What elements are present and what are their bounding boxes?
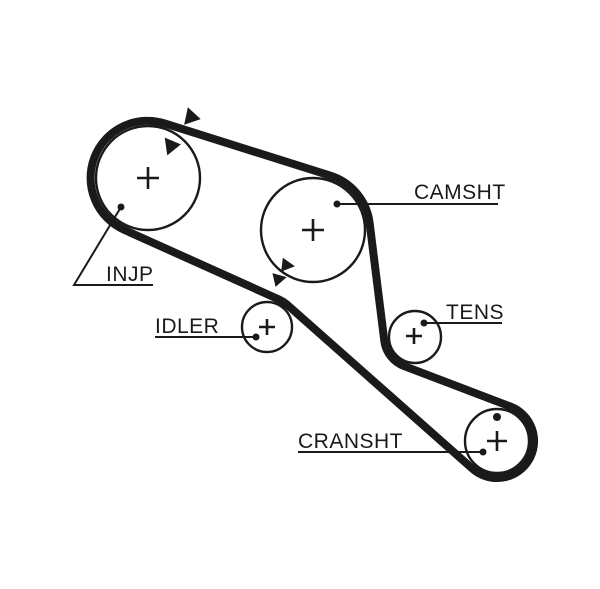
idler-center-cross-icon [259,319,275,335]
camsht-pulley-circle [259,176,367,284]
camsht-timing-arrow-icon-upper [281,257,295,272]
cransht-pulley-circle [463,407,531,475]
camsht-center-cross-icon [302,219,324,241]
camsht-leader-dot [333,200,341,208]
timing-belt-path [86,116,539,482]
pulley-center-cross-marks [137,167,507,451]
injp-direction-arrow-icon-upper [184,107,201,125]
injp-pulley-circle [94,124,202,232]
injp-direction-arrow-icon-lower [164,137,181,156]
idler-pulley-circle [240,300,294,354]
tens-pulley-circle [387,309,443,365]
cransht-timing-mark-dot [493,413,501,421]
injp-label: INJP [106,263,154,286]
tens-label: TENS [446,301,504,324]
injp-leader-line [72,206,153,286]
injp-center-cross-icon [137,167,159,189]
tens-center-cross-icon [406,328,422,344]
cransht-label: CRANSHT [298,430,403,453]
cransht-center-cross-icon [487,431,507,451]
camsht-label: CAMSHT [414,181,506,204]
camsht-timing-arrow-icon-lower [272,273,287,287]
tens-leader-dot [420,319,428,327]
idler-leader-dot [252,333,260,341]
idler-label: IDLER [155,315,219,338]
cransht-leader-dot [479,448,487,456]
injp-leader-dot [117,203,125,211]
